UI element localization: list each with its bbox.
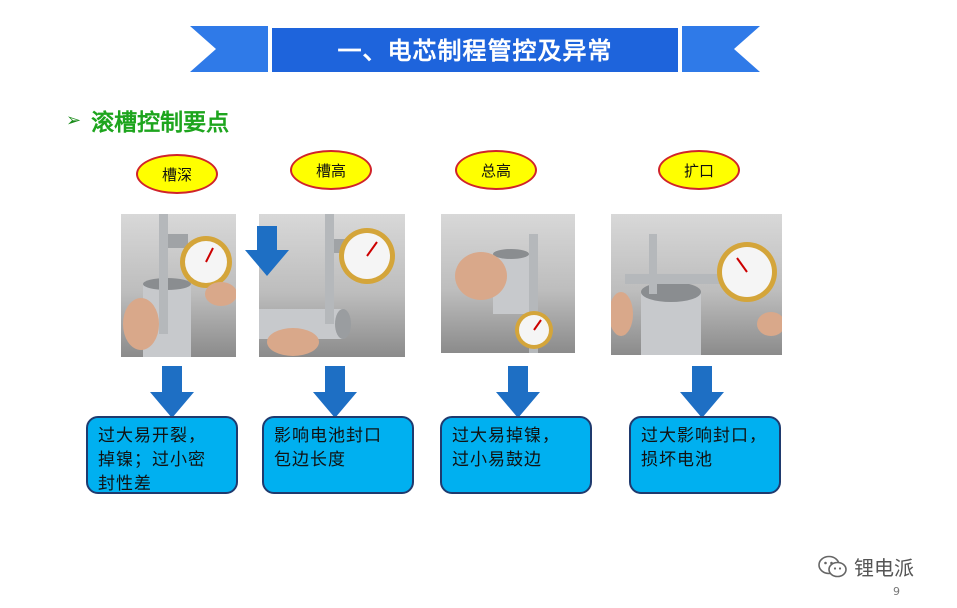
page-number: 9 [893, 585, 900, 598]
down-arrow-icon-4 [680, 366, 724, 418]
result-box-groove-height: 影响电池封口 包边长度 [262, 416, 414, 494]
label-groove-depth: 槽深 [136, 154, 218, 194]
watermark: 锂电派 [818, 552, 914, 581]
watermark-text: 锂电派 [854, 556, 914, 580]
photo-flare [611, 214, 782, 355]
result-box-flare: 过大影响封口， 损坏电池 [629, 416, 781, 494]
wechat-icon [818, 555, 847, 577]
title-banner: 一、电芯制程管控及异常 [190, 22, 760, 78]
section-heading: ➢ 滚槽控制要点 [66, 103, 229, 137]
label-groove-height: 槽高 [290, 150, 372, 190]
label-total-height: 总高 [455, 150, 537, 190]
photo-groove-height [259, 214, 405, 357]
down-arrow-icon-1 [150, 366, 194, 418]
arrow-bullet-icon: ➢ [66, 109, 82, 131]
photo-total-height [441, 214, 575, 353]
photo-groove-depth [121, 214, 236, 357]
result-box-total-height: 过大易掉镍， 过小易鼓边 [440, 416, 592, 494]
blue-down-arrow-icon [245, 226, 289, 276]
result-box-groove-depth: 过大易开裂， 掉镍；过小密 封性差 [86, 416, 238, 494]
down-arrow-icon-2 [313, 366, 357, 418]
label-flare: 扩口 [658, 150, 740, 190]
banner-ribbon-shape [190, 24, 760, 76]
down-arrow-icon-3 [496, 366, 540, 418]
slide-title: 一、电芯制程管控及异常 [337, 36, 613, 65]
section-heading-text: 滚槽控制要点 [91, 110, 230, 136]
